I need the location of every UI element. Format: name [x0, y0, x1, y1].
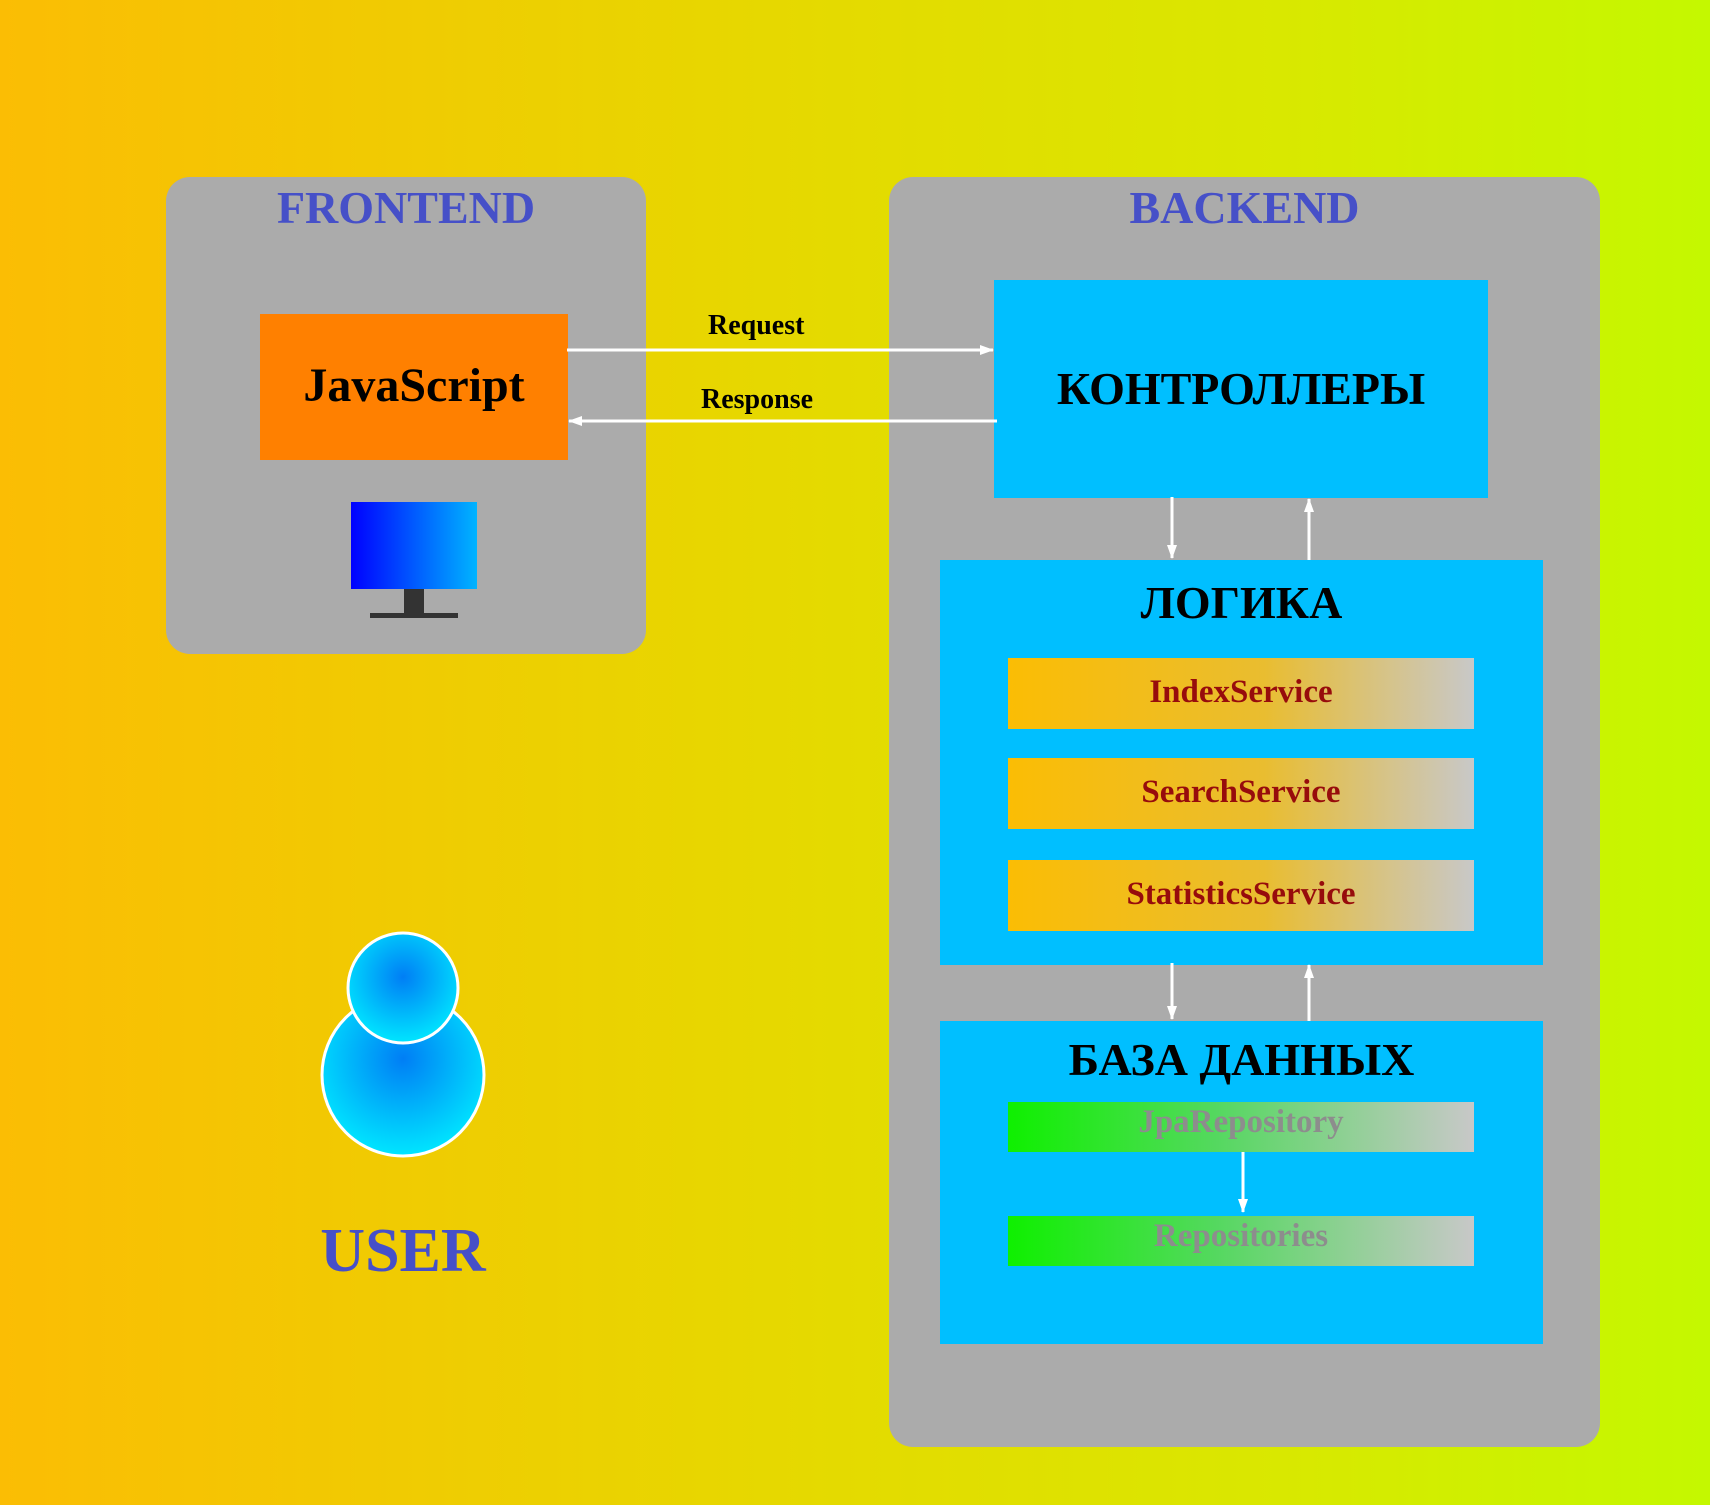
- controllers-title: КОНТРОЛЛЕРЫ: [1056, 363, 1426, 414]
- response-label: Response: [701, 384, 814, 415]
- backend-panel: BACKEND КОНТРОЛЛЕРЫ ЛОГИКА IndexService …: [889, 177, 1600, 1447]
- database-title: БАЗА ДАННЫХ: [1068, 1034, 1415, 1085]
- monitor-screen: [351, 502, 477, 589]
- backend-title: BACKEND: [1129, 182, 1360, 233]
- monitor-stand: [404, 589, 424, 613]
- jpa-repository: JpaRepository: [1008, 1102, 1474, 1152]
- logic-block: ЛОГИКА IndexService SearchService Statis…: [940, 560, 1543, 965]
- frontend-panel: FRONTEND JavaScript: [166, 177, 646, 654]
- repositories: Repositories: [1008, 1216, 1474, 1266]
- user-head: [346, 931, 460, 1045]
- user-label: USER: [320, 1217, 486, 1285]
- request-label: Request: [708, 310, 805, 341]
- javascript-block: JavaScript: [260, 314, 568, 460]
- frontend-title: FRONTEND: [276, 182, 536, 233]
- javascript-label: JavaScript: [303, 359, 525, 412]
- monitor-icon: [351, 502, 479, 618]
- monitor-base: [370, 613, 458, 618]
- index-service: IndexService: [1008, 658, 1474, 729]
- search-service: SearchService: [1008, 758, 1474, 829]
- controllers-block: КОНТРОЛЛЕРЫ: [994, 280, 1488, 498]
- logic-title: ЛОГИКА: [1140, 577, 1343, 628]
- statistics-service: StatisticsService: [1008, 860, 1474, 931]
